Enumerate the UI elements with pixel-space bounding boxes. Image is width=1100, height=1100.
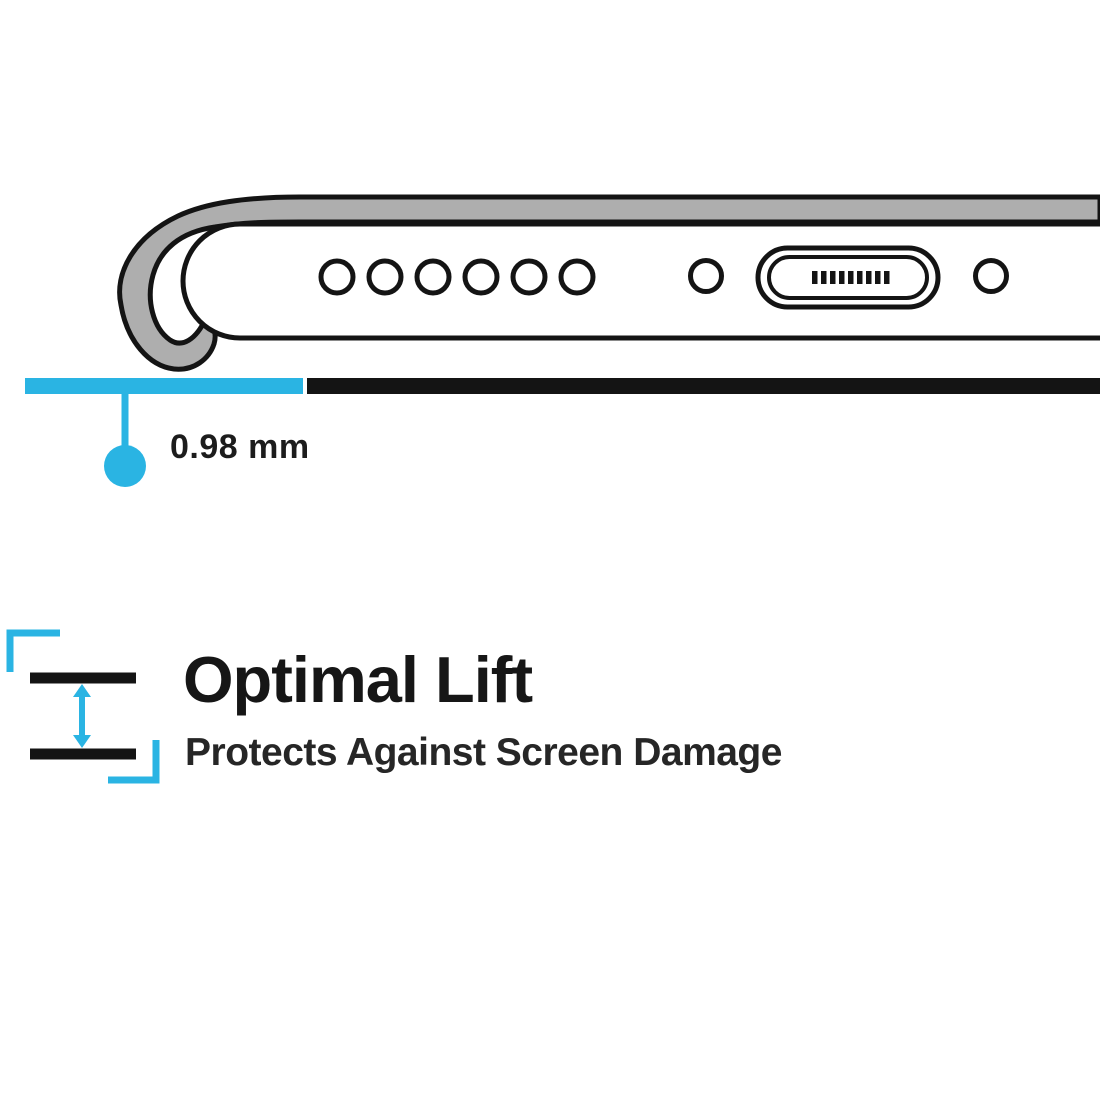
speaker-hole [510, 258, 548, 296]
charging-port [755, 245, 941, 310]
mic-hole [688, 258, 724, 294]
lift-spacing-icon [6, 629, 160, 784]
speaker-hole [414, 258, 452, 296]
measure-dot [104, 445, 146, 487]
lift-gap-bar-case [25, 378, 303, 394]
speaker-hole [462, 258, 500, 296]
lift-icon-bottom-bracket [108, 740, 160, 784]
screw-hole [973, 258, 1009, 294]
lift-gap-bar-screen [307, 378, 1100, 394]
phone-case-diagram [25, 194, 1100, 487]
feature-title: Optimal Lift [183, 643, 533, 716]
speaker-hole [366, 258, 404, 296]
speaker-hole [558, 258, 596, 296]
port-pins [812, 271, 890, 284]
speaker-hole [318, 258, 356, 296]
lift-icon-top-bracket [6, 629, 60, 672]
feature-subtitle: Protects Against Screen Damage [185, 731, 782, 774]
case-outline [117, 194, 1100, 372]
measurement-label: 0.98 mm [170, 428, 310, 466]
speaker-holes [318, 258, 596, 296]
measure-stem [121, 394, 129, 450]
lift-icon-arrow [73, 684, 91, 748]
